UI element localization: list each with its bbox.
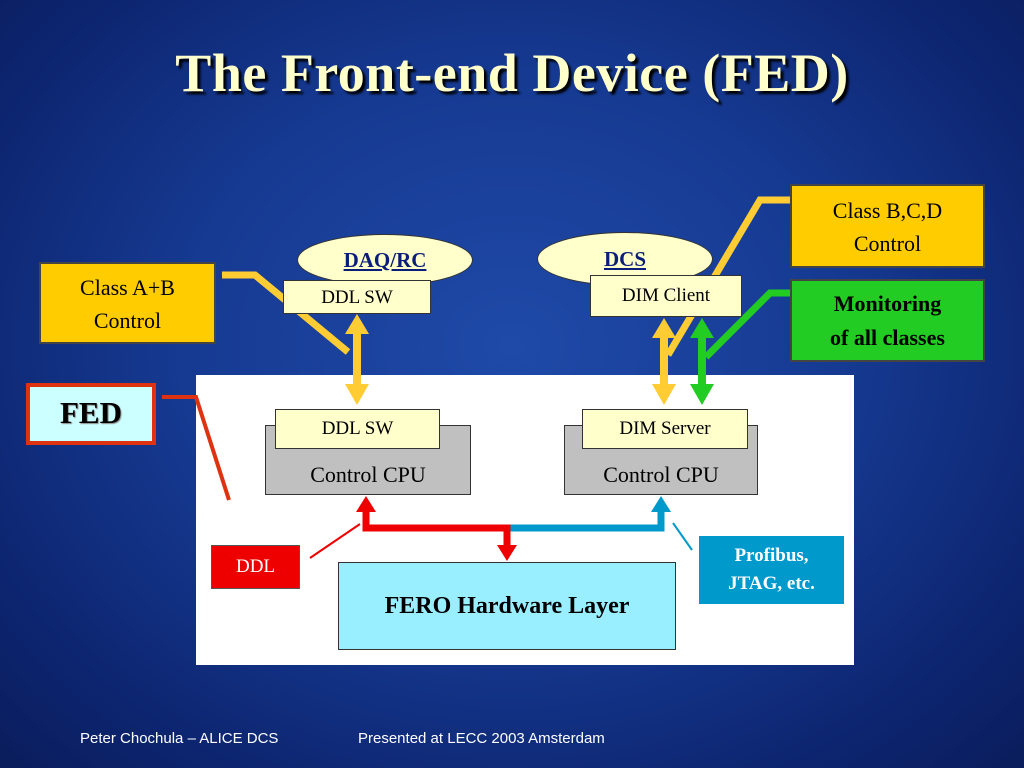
class-bcd-line2: Control bbox=[853, 231, 922, 256]
ddl-callout-line bbox=[309, 523, 361, 559]
fed-label: FED bbox=[60, 395, 122, 430]
fed-label-box: FED bbox=[26, 383, 156, 445]
class-ab-control-box: Class A+B Control bbox=[39, 262, 216, 344]
dim-server-box: DIM Server bbox=[582, 409, 748, 449]
profibus-line2: JTAG, etc. bbox=[728, 573, 815, 594]
ddl-sw-inner-label: DDL SW bbox=[321, 418, 394, 439]
class-ab-line2: Control bbox=[93, 308, 162, 333]
dim-client-box: DIM Client bbox=[590, 275, 742, 317]
ddl-sw-top-label: DDL SW bbox=[321, 287, 393, 308]
fero-label: FERO Hardware Layer bbox=[384, 593, 630, 619]
daq-rc-label: DAQ/RC bbox=[343, 248, 427, 272]
class-bcd-control-box: Class B,C,D Control bbox=[790, 184, 985, 268]
dcs-label: DCS bbox=[603, 247, 646, 271]
profibus-connection bbox=[507, 496, 671, 532]
monitoring-callout-line bbox=[703, 289, 790, 360]
class-ab-line1: Class A+B bbox=[80, 275, 175, 300]
ddl-label-box: DDL bbox=[211, 545, 300, 589]
profibus-line1: Profibus, bbox=[734, 545, 809, 566]
monitoring-line1: Monitoring bbox=[833, 291, 942, 316]
monitoring-line2: of all classes bbox=[830, 325, 945, 350]
ddl-sw-inner-box: DDL SW bbox=[275, 409, 440, 449]
ddl-sw-double-arrow bbox=[345, 314, 369, 405]
profibus-label-box: Profibus, JTAG, etc. bbox=[699, 536, 844, 604]
control-cpu-left-label: Control CPU bbox=[310, 462, 426, 487]
footer-venue: Presented at LECC 2003 Amsterdam bbox=[358, 730, 605, 747]
dim-yellow-double-arrow bbox=[652, 318, 676, 405]
slide-title: The Front-end Device (FED) bbox=[175, 43, 849, 103]
fed-callout-line bbox=[162, 395, 231, 501]
control-cpu-right-label: Control CPU bbox=[603, 462, 719, 487]
daq-rc-node: DAQ/RC bbox=[297, 234, 473, 286]
ddl-label: DDL bbox=[235, 556, 276, 577]
class-bcd-line1: Class B,C,D bbox=[832, 198, 943, 223]
fero-hardware-layer: FERO Hardware Layer bbox=[338, 562, 676, 650]
dim-client-label: DIM Client bbox=[621, 285, 711, 306]
ddl-sw-top-box: DDL SW bbox=[283, 280, 431, 314]
class-ab-callout-line bbox=[222, 271, 351, 355]
footer-author: Peter Chochula – ALICE DCS bbox=[80, 730, 279, 747]
dim-server-label: DIM Server bbox=[619, 418, 711, 439]
monitoring-box: Monitoring of all classes bbox=[790, 279, 985, 362]
profibus-callout-line bbox=[672, 522, 693, 551]
dim-green-double-arrow bbox=[690, 318, 714, 405]
ddl-connection bbox=[356, 496, 517, 561]
